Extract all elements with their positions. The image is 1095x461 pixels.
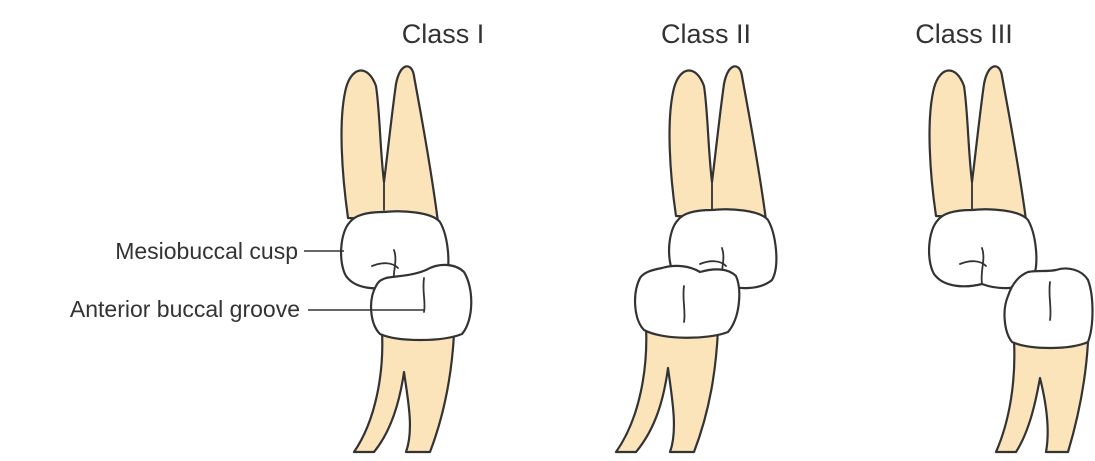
class-1-anterior-buccal-groove: [423, 278, 424, 312]
class-3-lower-crown: [1005, 268, 1093, 348]
class-1-teeth: [341, 66, 471, 452]
class-3-title: Class III: [915, 19, 1013, 49]
class-3-teeth: [929, 66, 1092, 452]
class-2-lower-root: [616, 326, 718, 452]
class-2-lower-crown: [635, 266, 739, 338]
mesiobuccal-cusp-label: Mesiobuccal cusp: [115, 238, 298, 264]
class-3-upper-molar: [929, 66, 1036, 288]
class-1-upper-molar: [341, 66, 448, 290]
class-2-title: Class II: [661, 19, 751, 49]
class-2-upper-root: [670, 66, 766, 220]
class-3-lower-root: [996, 340, 1088, 452]
class-3-upper-root: [930, 66, 1026, 220]
class-1-title: Class I: [402, 19, 485, 49]
class-1-lower-root: [354, 332, 454, 452]
class-2-lower-molar: [616, 266, 739, 452]
class-1-upper-root: [342, 66, 438, 222]
class-2-upper-molar: [669, 66, 776, 288]
mesiobuccal-cusp-callout: Mesiobuccal cusp: [115, 238, 344, 264]
class-3-lower-molar: [996, 268, 1093, 452]
class-2-teeth: [616, 66, 776, 452]
class-1-lower-molar: [354, 265, 471, 452]
anterior-buccal-groove-label: Anterior buccal groove: [70, 296, 300, 322]
